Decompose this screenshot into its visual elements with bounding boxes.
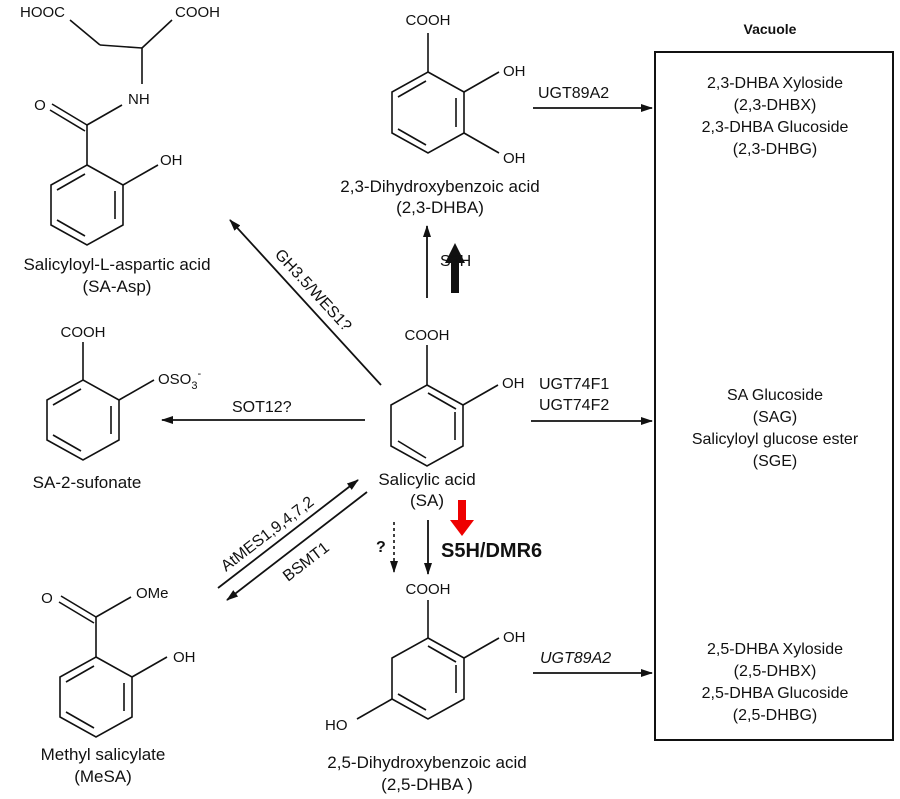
vacuole-text: 2,3-DHBA Glucoside bbox=[702, 119, 849, 136]
atom-label: COOH bbox=[406, 581, 451, 598]
vacuole-label: Vacuole bbox=[744, 21, 797, 37]
compound-name: Salicyloyl-L-aspartic acid bbox=[23, 255, 210, 274]
compound-name: 2,5-Dihydroxybenzoic acid bbox=[327, 753, 526, 772]
enzyme-label-s3h: S3H bbox=[440, 253, 471, 270]
compound-salicylic-acid: COOH OH Salicylic acid (SA) bbox=[378, 327, 524, 510]
enzyme-label-ugt74f2: UGT74F2 bbox=[539, 397, 609, 414]
atom-label: OH bbox=[503, 63, 526, 80]
atom-label: O bbox=[34, 97, 46, 114]
benzene-ring bbox=[356, 600, 500, 720]
vacuole-text: (2,5-DHBX) bbox=[734, 663, 817, 680]
enzyme-label-sot12: SOT12? bbox=[232, 399, 292, 416]
red-down-arrow-icon bbox=[450, 500, 474, 536]
benzene-ring bbox=[390, 345, 499, 467]
compound-methyl-salicylate: O OMe OH Methyl salicylate (MeSA) bbox=[41, 585, 196, 786]
compound-name: Salicylic acid bbox=[378, 470, 475, 489]
compound-abbr: (2,5-DHBA ) bbox=[381, 775, 473, 794]
atom-label: OH bbox=[160, 152, 183, 169]
vacuole-group-25dhba: 2,5-DHBA Xyloside (2,5-DHBX) 2,5-DHBA Gl… bbox=[702, 641, 849, 724]
atom-label: COOH bbox=[405, 327, 450, 344]
enzyme-label-ugt89a2-italic: UGT89A2 bbox=[540, 650, 611, 667]
vacuole-group-23dhba: 2,3-DHBA Xyloside (2,3-DHBX) 2,3-DHBA Gl… bbox=[702, 75, 849, 158]
benzene-ring bbox=[391, 33, 500, 154]
compound-name: 2,3-Dihydroxybenzoic acid bbox=[340, 177, 539, 196]
compound-25-dhba: COOH OH HO 2,5-Dihydroxybenzoic acid (2,… bbox=[325, 581, 527, 794]
vacuole-text: SA Glucoside bbox=[727, 387, 823, 404]
enzyme-label-ugt74f1: UGT74F1 bbox=[539, 376, 609, 393]
arrow-bsmt1 bbox=[226, 491, 368, 601]
enzyme-label-s5h: S5H/DMR6 bbox=[441, 540, 542, 562]
atom-label: COOH bbox=[406, 12, 451, 29]
enzyme-label-ugt89a2: UGT89A2 bbox=[538, 85, 609, 102]
vacuole-text: Salicyloyl glucose ester bbox=[692, 431, 859, 448]
benzene-ring bbox=[49, 19, 173, 246]
vacuole-text: (SGE) bbox=[753, 453, 797, 470]
vacuole-text: 2,5-DHBA Xyloside bbox=[707, 641, 843, 658]
atom-label: OSO3- bbox=[158, 368, 201, 392]
vacuole-text: (2,3-DHBX) bbox=[734, 97, 817, 114]
compound-name: SA-2-sufonate bbox=[33, 473, 142, 492]
bold-up-arrow-icon bbox=[445, 243, 465, 293]
compound-abbr: (2,3-DHBA) bbox=[396, 198, 484, 217]
compound-abbr: (MeSA) bbox=[74, 767, 132, 786]
compound-name: Methyl salicylate bbox=[41, 745, 166, 764]
vacuole-text: 2,5-DHBA Glucoside bbox=[702, 685, 849, 702]
compound-23-dhba: COOH OH OH 2,3-Dihydroxybenzoic acid (2,… bbox=[340, 12, 539, 217]
enzyme-label-bsmt1: BSMT1 bbox=[280, 539, 333, 585]
atom-label: OH bbox=[503, 150, 526, 167]
benzene-ring bbox=[46, 342, 155, 461]
vacuole-text: (2,3-DHBG) bbox=[733, 141, 817, 158]
atom-label: OMe bbox=[136, 585, 169, 602]
atom-label: COOH bbox=[175, 4, 220, 21]
atom-label: HOOC bbox=[20, 4, 65, 21]
vacuole-text: (SAG) bbox=[753, 409, 797, 426]
compound-abbr: (SA) bbox=[410, 491, 444, 510]
unknown-enzyme-label: ? bbox=[376, 539, 386, 556]
compound-abbr: (SA-Asp) bbox=[83, 277, 152, 296]
compound-sa-asp: HOOC COOH NH O OH Salicyloyl-L-aspartic … bbox=[20, 4, 220, 296]
compound-sa-2-sulfonate: COOH OSO3- SA-2-sufonate bbox=[33, 324, 202, 492]
atom-label: OH bbox=[502, 375, 525, 392]
vacuole-text: 2,3-DHBA Xyloside bbox=[707, 75, 843, 92]
benzene-ring bbox=[58, 595, 168, 738]
enzyme-label-gh35: GH3.5/WES1? bbox=[271, 246, 354, 335]
atom-label: OH bbox=[173, 649, 196, 666]
arrow-atmes bbox=[217, 479, 359, 589]
atom-label: COOH bbox=[61, 324, 106, 341]
vacuole-group-sa: SA Glucoside (SAG) Salicyloyl glucose es… bbox=[692, 387, 859, 470]
atom-label: NH bbox=[128, 91, 150, 108]
atom-label: HO bbox=[325, 717, 348, 734]
vacuole-box bbox=[654, 51, 894, 741]
vacuole-text: (2,5-DHBG) bbox=[733, 707, 817, 724]
arrow-gh35 bbox=[229, 219, 382, 386]
atom-label: OH bbox=[503, 629, 526, 646]
atom-label: O bbox=[41, 590, 53, 607]
